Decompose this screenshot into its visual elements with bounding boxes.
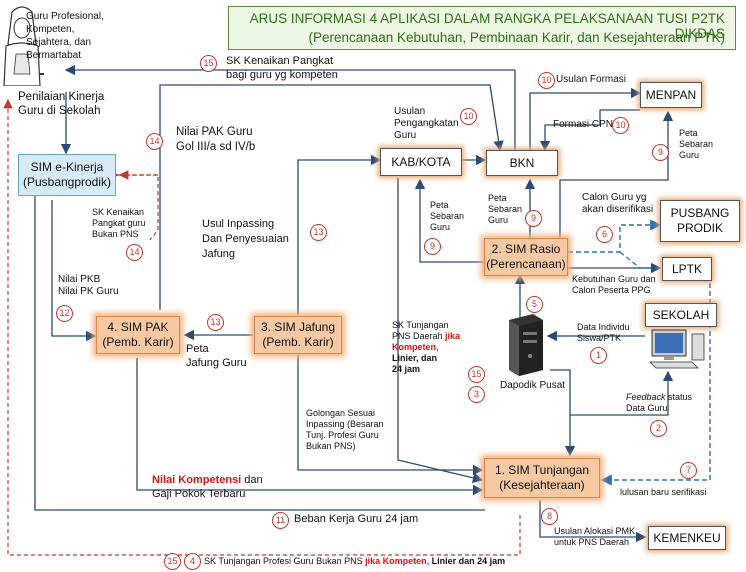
bottom-sk-label: SK Tunjangan Profesi Guru Bukan PNS jika… bbox=[204, 556, 506, 567]
step-10-formasi: 10 bbox=[538, 72, 555, 89]
step-13-pak: 13 bbox=[207, 314, 224, 331]
step-10-cpns: 10 bbox=[612, 117, 629, 134]
diagram-subtitle: (Perencanaan Kebutuhan, Pembinaan Karir,… bbox=[308, 30, 725, 45]
usulan-formasi-label: Usulan Formasi bbox=[556, 74, 627, 85]
bkn-node[interactable]: BKN bbox=[486, 150, 558, 176]
nilai-kompetensi-label: Nilai Kompetensi dan Gaji Pokok Terbaru bbox=[152, 474, 263, 500]
step-9-menpan: 9 bbox=[652, 144, 669, 161]
step-14-ekinerja: 14 bbox=[126, 244, 143, 261]
step-4: 4 bbox=[184, 553, 201, 570]
step-11: 11 bbox=[272, 512, 289, 529]
step-7: 7 bbox=[680, 462, 697, 479]
step-5: 5 bbox=[526, 296, 543, 313]
step-6: 6 bbox=[596, 226, 613, 243]
server-icon bbox=[509, 314, 543, 376]
chalk-dots bbox=[40, 73, 44, 79]
sim-pak-node[interactable]: 4. SIM PAK(Pemb. Karir) bbox=[96, 316, 180, 354]
beban-kerja-label: Beban Kerja Guru 24 jam bbox=[294, 513, 419, 525]
step-15-top: 15 bbox=[200, 55, 217, 72]
step-12: 12 bbox=[56, 305, 73, 322]
teacher-illustration-icon bbox=[3, 6, 41, 86]
computer-icon bbox=[649, 329, 705, 369]
menpan-node[interactable]: MENPAN bbox=[640, 82, 702, 108]
kab-kota-node[interactable]: KAB/KOTA bbox=[380, 148, 462, 176]
step-2: 2 bbox=[650, 420, 667, 437]
diagram-title: ARUS INFORMASI 4 APLIKASI DALAM RANGKA P… bbox=[249, 11, 725, 41]
step-3: 3 bbox=[468, 386, 485, 403]
step-8: 8 bbox=[541, 508, 558, 525]
step-15-mid: 15 bbox=[468, 366, 485, 383]
step-9-kab: 9 bbox=[424, 238, 441, 255]
lulusan-label: lulusan baru serifikasi bbox=[620, 487, 707, 497]
sim-rasio-node[interactable]: 2. SIM Rasio(Perencanaan) bbox=[484, 238, 568, 276]
lptk-node[interactable]: LPTK bbox=[662, 257, 712, 281]
sim-jafung-node[interactable]: 3. SIM Jafung(Pemb. Karir) bbox=[254, 316, 342, 354]
sim-tunjangan-node[interactable]: 1. SIM Tunjangan(Kesejahteraan) bbox=[484, 458, 600, 498]
sim-ekinerja-node[interactable]: SIM e-Kinerja(Pusbangprodik) bbox=[18, 154, 116, 196]
sekolah-node[interactable]: SEKOLAH bbox=[645, 303, 717, 327]
step-10-usulan: 10 bbox=[460, 108, 477, 125]
step-15-bottom: 15 bbox=[164, 553, 181, 570]
feedback-label: Feedback status Data Guru bbox=[626, 392, 693, 413]
step-9-bkn: 9 bbox=[525, 210, 542, 227]
step-14-left: 14 bbox=[146, 133, 163, 150]
kemenkeu-node[interactable]: KEMENKEU bbox=[648, 526, 726, 550]
teacher-goal-text: Guru Profesional,Kompeten,Sejahtera, dan… bbox=[26, 11, 104, 61]
formasi-cpns-label: Formasi CPNS bbox=[553, 119, 620, 130]
sk-tunjangan-pns-daerah-label: SK Tunjangan PNS Daerah jika Kompeten, L… bbox=[392, 320, 461, 374]
dapodik-label: Dapodik Pusat bbox=[500, 380, 566, 391]
step-1: 1 bbox=[590, 347, 607, 364]
step-13-inpassing: 13 bbox=[310, 224, 327, 241]
diagram-title-box: ARUS INFORMASI 4 APLIKASI DALAM RANGKA P… bbox=[228, 6, 736, 50]
